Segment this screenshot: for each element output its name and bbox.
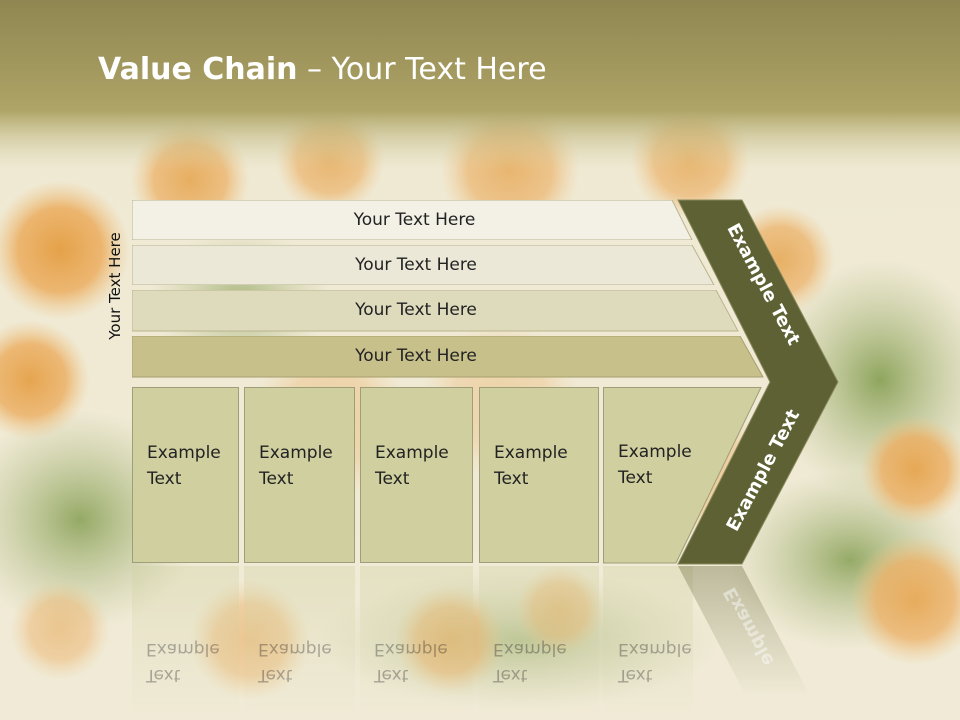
bar-2-label: Your Text Here xyxy=(355,255,477,275)
reflection-box-4-line2: Text xyxy=(493,665,528,685)
reflection-box-2-line1: Example xyxy=(258,639,332,659)
reflection-box-2: Text Example xyxy=(244,566,355,716)
bar-3-shape xyxy=(132,290,739,332)
reflection-box-3: Text Example xyxy=(360,566,473,716)
reflection-box-3-line2: Text xyxy=(374,665,409,685)
reflection-box-3-line1: Example xyxy=(374,639,448,659)
title-rest: – Your Text Here xyxy=(297,52,547,87)
bar-1: Your Text Here xyxy=(132,200,697,240)
bar-4-shape xyxy=(132,336,764,378)
example-box-3-line2: Text xyxy=(375,469,410,489)
reflection-box-1-line1: Example xyxy=(146,639,220,659)
example-box-4-line2: Text xyxy=(494,469,529,489)
bar-1-shape xyxy=(132,200,693,240)
reflection-box-4: Text Example xyxy=(479,566,599,716)
example-box-2-line1: Example xyxy=(259,443,333,463)
side-label-text: Your Text Here xyxy=(106,232,124,340)
slide-title: Value Chain – Your Text Here xyxy=(98,52,547,87)
example-box-5-shape xyxy=(603,387,762,564)
example-box-4-line1: Example xyxy=(494,443,568,463)
bar-2: Your Text Here xyxy=(132,245,717,285)
title-bold: Value Chain xyxy=(98,52,298,87)
reflection-box-1: Text Example xyxy=(132,566,239,716)
example-box-1-line2: Text xyxy=(147,469,182,489)
bar-1-label: Your Text Here xyxy=(353,210,476,230)
bar-3-label: Your Text Here xyxy=(355,300,477,320)
bar-2-shape xyxy=(132,245,715,285)
example-box-1-line1: Example xyxy=(147,443,221,463)
reflection-box-2-line2: Text xyxy=(258,665,293,685)
bar-3: Your Text Here xyxy=(132,290,742,332)
bar-4: Your Text Here xyxy=(132,336,767,378)
reflection-box-4-line1: Example xyxy=(493,639,567,659)
reflection-box-1-line2: Text xyxy=(146,665,181,685)
chevron-arrow xyxy=(677,199,839,565)
example-box-5-line2: Text xyxy=(618,468,653,488)
reflection-chevron xyxy=(678,566,810,696)
example-box-2-line2: Text xyxy=(259,469,294,489)
example-box-5-line1: Example xyxy=(618,442,692,462)
example-box-5: Example Text xyxy=(618,439,692,491)
bar-4-label: Your Text Here xyxy=(355,346,477,366)
example-box-3-line1: Example xyxy=(375,443,449,463)
side-label: Your Text Here xyxy=(104,196,126,376)
